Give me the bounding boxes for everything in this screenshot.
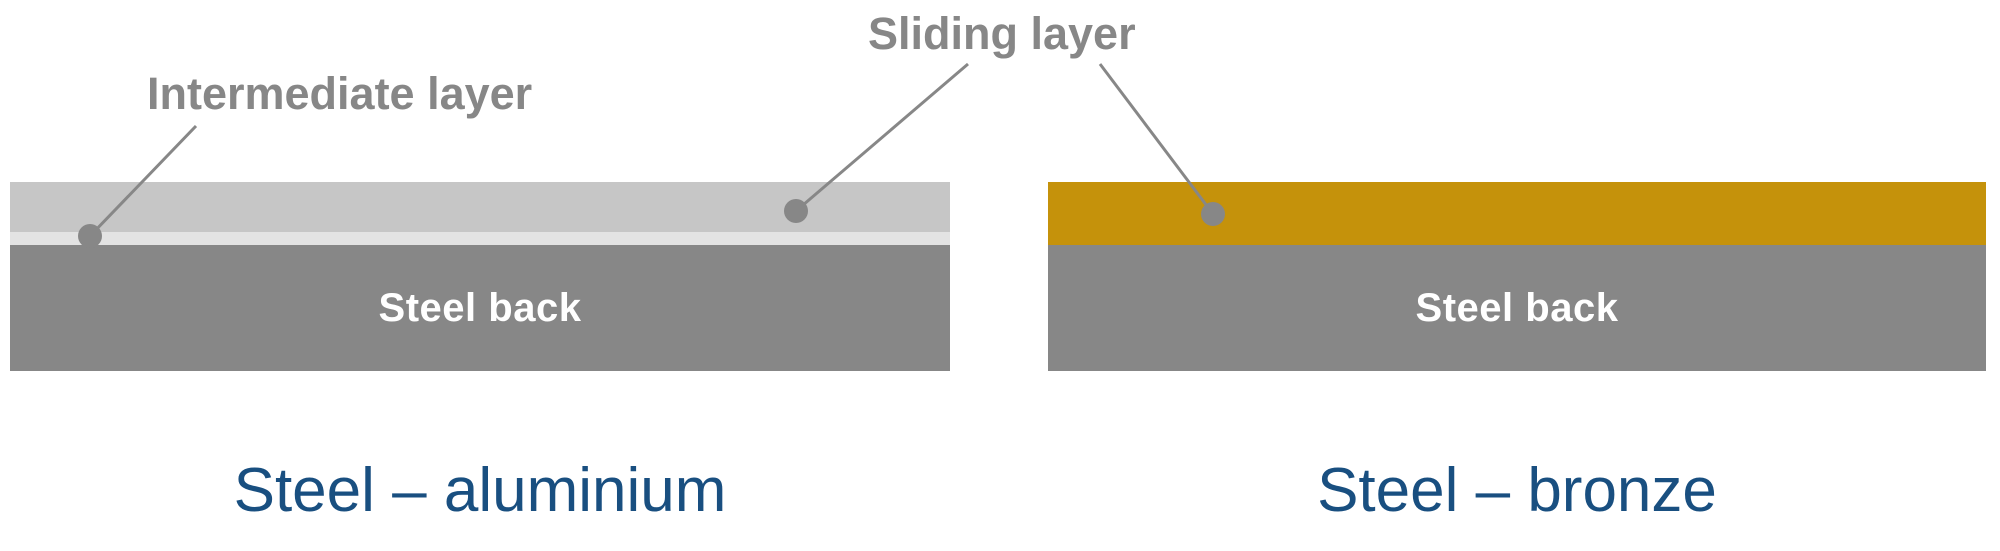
- left-sliding-layer: [10, 182, 950, 232]
- right-bronze-layer: [1048, 182, 1986, 245]
- left-intermediate-layer: [10, 232, 950, 245]
- left-steel-back-label: Steel back: [378, 285, 582, 330]
- sliding-layer-label: Sliding layer: [868, 8, 1136, 59]
- right-steel-back-label: Steel back: [1415, 285, 1619, 330]
- right-steel-back-layer: Steel back: [1048, 245, 1986, 371]
- intermediate-layer-label: Intermediate layer: [147, 68, 533, 119]
- left-steel-back-layer: Steel back: [10, 245, 950, 371]
- right-caption: Steel – bronze: [1317, 456, 1717, 525]
- left-caption: Steel – aluminium: [233, 456, 727, 525]
